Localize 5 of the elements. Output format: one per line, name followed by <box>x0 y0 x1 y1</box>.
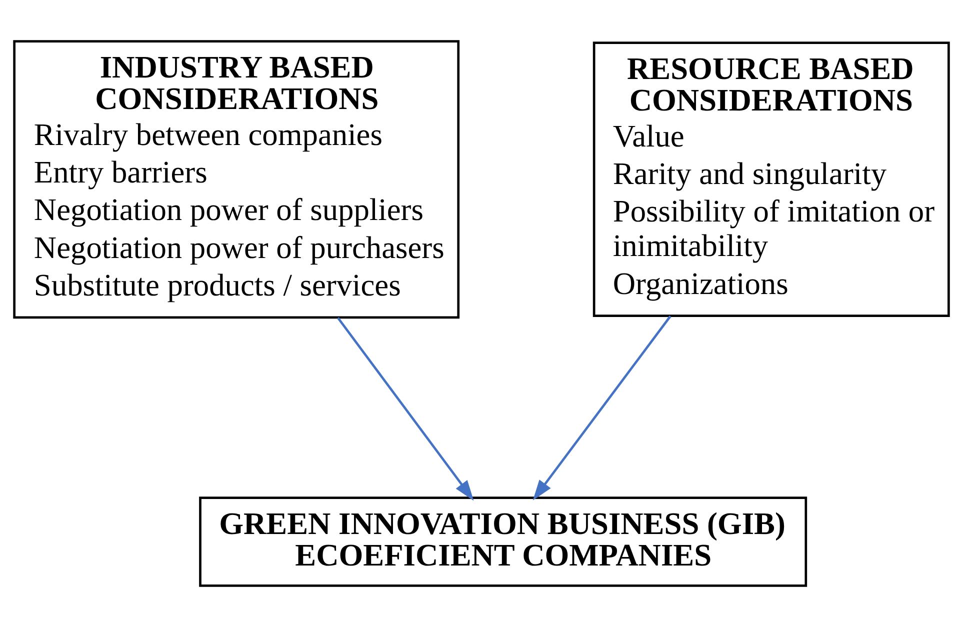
arrow <box>337 316 474 500</box>
node-box: RESOURCE BASED CONSIDERATIONS Value Rarity and singularity Possibility of imitation or inimitability Organizations <box>592 41 950 317</box>
node-box: INDUSTRY BASED CONSIDERATIONS Rivalry between companies Entry barriers Negotiation power of suppliers Negotiation power of purchasers Substitute products / services <box>13 40 460 318</box>
node-box: GREEN INNOVATION BUSINESS (GIB) ECOEFICIENT COMPANIES <box>199 496 808 586</box>
arrow <box>532 315 672 500</box>
